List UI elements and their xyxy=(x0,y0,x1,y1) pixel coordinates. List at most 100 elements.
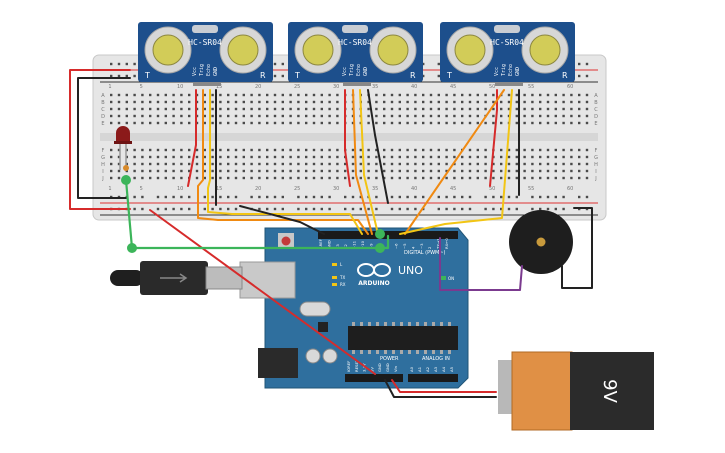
breadboard-hole xyxy=(117,176,121,180)
breadboard-hole xyxy=(578,121,581,125)
breadboard-hole xyxy=(539,121,542,125)
breadboard-hole xyxy=(453,155,456,159)
breadboard-hole xyxy=(492,169,495,173)
breadboard-hole xyxy=(570,121,573,125)
breadboard-hole xyxy=(117,155,121,159)
breadboard-hole xyxy=(242,114,245,118)
breadboard-hole xyxy=(500,155,503,159)
breadboard-hole xyxy=(266,195,269,199)
breadboard-hole xyxy=(500,148,503,152)
breadboard-hole xyxy=(461,162,464,166)
breadboard-hole xyxy=(164,114,167,118)
breadboard-row-letter: H xyxy=(101,162,105,168)
breadboard-hole xyxy=(383,114,386,118)
breadboard-hole xyxy=(305,100,308,104)
breadboard-hole xyxy=(383,107,386,111)
breadboard-hole xyxy=(110,169,113,173)
ultrasonic-sensor-3[interactable]: HC-SR04 T R Vcc Trig Echo GND xyxy=(440,22,575,86)
breadboard-hole xyxy=(570,176,573,180)
breadboard-hole xyxy=(242,121,245,125)
ultrasonic-sensor-1[interactable]: HC-SR04 T R Vcc Trig Echo GND xyxy=(138,22,273,86)
piezo-buzzer[interactable] xyxy=(509,210,573,274)
breadboard-hole xyxy=(328,169,331,173)
red-wire xyxy=(489,89,498,187)
breadboard-hole xyxy=(422,169,425,173)
breadboard-hole xyxy=(133,162,136,166)
breadboard-hole xyxy=(234,207,238,211)
breadboard-row-letter: J xyxy=(594,176,596,182)
breadboard-hole xyxy=(273,148,277,152)
breadboard-row-letter: I xyxy=(595,169,596,175)
breadboard-hole xyxy=(172,207,175,211)
breadboard-column-number: 1 xyxy=(108,84,111,90)
breadboard-hole xyxy=(133,121,136,125)
breadboard-hole xyxy=(383,162,386,166)
breadboard-hole xyxy=(562,207,565,211)
breadboard-hole xyxy=(133,155,136,159)
breadboard-hole xyxy=(578,195,581,199)
breadboard-hole xyxy=(125,121,128,125)
breadboard-hole xyxy=(273,93,277,97)
arduino-pin-label: ~11 xyxy=(352,240,357,249)
breadboard-hole xyxy=(141,169,144,173)
yellow-wire xyxy=(207,89,363,235)
breadboard-hole xyxy=(406,148,409,152)
breadboard-hole xyxy=(273,155,277,159)
breadboard-row-letter: I xyxy=(102,169,103,175)
breadboard-hole xyxy=(133,207,136,211)
breadboard-hole xyxy=(305,114,308,118)
breadboard-column-number: 25 xyxy=(294,186,300,192)
breadboard-hole xyxy=(117,148,121,152)
breadboard-hole xyxy=(188,93,191,97)
orange-wire xyxy=(197,89,369,235)
red-led[interactable] xyxy=(114,126,132,171)
sensor-pin-trig: Trig xyxy=(501,64,507,76)
breadboard-hole xyxy=(305,169,308,173)
breadboard-hole xyxy=(149,107,152,111)
breadboard-hole xyxy=(172,114,175,118)
breadboard-hole xyxy=(461,176,464,180)
breadboard-hole xyxy=(125,148,128,152)
breadboard-row-letter: G xyxy=(101,155,105,161)
breadboard-hole xyxy=(328,107,331,111)
breadboard-hole xyxy=(546,169,550,173)
arduino-pin-label: 2 xyxy=(427,246,432,249)
breadboard-hole xyxy=(570,162,573,166)
breadboard-hole xyxy=(585,62,589,66)
breadboard-hole xyxy=(539,176,542,180)
breadboard-hole xyxy=(531,148,534,152)
breadboard-hole xyxy=(539,155,542,159)
breadboard-hole xyxy=(250,148,253,152)
breadboard-hole xyxy=(227,176,230,180)
breadboard-hole xyxy=(203,155,206,159)
breadboard-hole xyxy=(398,169,401,173)
breadboard-hole xyxy=(258,121,261,125)
breadboard-hole xyxy=(258,207,261,211)
breadboard-hole xyxy=(234,155,238,159)
arduino-uno-board[interactable]: UNO ARDUINO DIGITAL (PWM~) POWER ANALOG … xyxy=(239,227,469,389)
breadboard-hole xyxy=(188,155,191,159)
breadboard-hole xyxy=(484,100,487,104)
breadboard-hole xyxy=(359,155,362,159)
breadboard-hole xyxy=(149,176,152,180)
breadboard-hole xyxy=(312,93,316,97)
breadboard-hole xyxy=(328,148,331,152)
breadboard-hole xyxy=(375,148,378,152)
breadboard-hole xyxy=(305,207,308,211)
breadboard-column-number: 30 xyxy=(333,186,339,192)
ultrasonic-sensor-2[interactable]: HC-SR04 T R Vcc Trig Echo GND xyxy=(288,22,423,86)
breadboard-hole xyxy=(242,176,245,180)
sensor-pin-trig: Trig xyxy=(349,64,355,76)
breadboard-hole xyxy=(531,162,534,166)
breadboard-hole xyxy=(305,155,308,159)
breadboard-hole xyxy=(367,155,370,159)
breadboard-hole xyxy=(234,93,238,97)
breadboard-hole xyxy=(546,100,550,104)
breadboard-hole xyxy=(110,121,113,125)
breadboard-hole xyxy=(390,176,394,180)
breadboard-hole xyxy=(312,195,316,199)
arduino-pin-label: 12 xyxy=(343,244,348,249)
breadboard-row-letter: E xyxy=(594,121,597,127)
breadboard-hole xyxy=(492,107,495,111)
purple-wire xyxy=(439,237,523,291)
